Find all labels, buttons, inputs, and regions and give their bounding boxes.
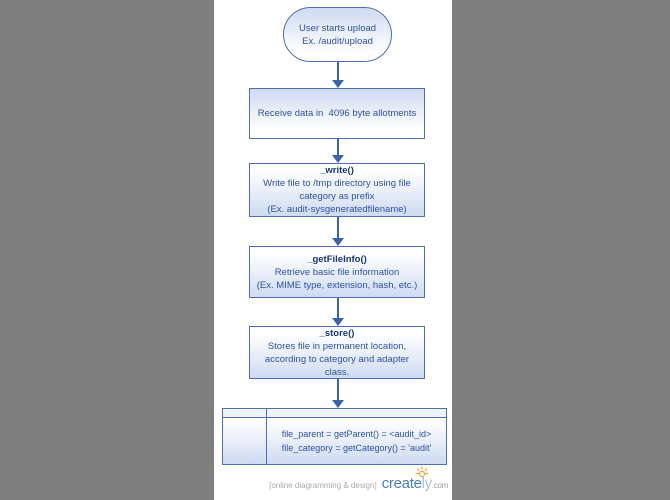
flow-arrow-4 (331, 298, 344, 326)
step-receive-data: Receive data in 4096 byte allotments (249, 88, 425, 139)
arrow-line (336, 139, 339, 155)
arrow-line (336, 298, 339, 318)
arrow-head-icon (331, 80, 344, 88)
step-body: Receive data in 4096 byte allotments (257, 108, 417, 119)
step-getfileinfo: _getFileInfo() Retrieve basic file infor… (249, 246, 425, 298)
table-body-cell-right: file_parent = getParent() = <audit_id> f… (267, 418, 446, 464)
attributes-table: file_parent = getParent() = <audit_id> f… (222, 408, 447, 465)
arrow-head-icon (331, 155, 344, 163)
step-title: _getFileInfo() (307, 253, 367, 265)
arrow-head-icon (331, 318, 344, 326)
step-title: _store() (319, 327, 355, 339)
step-title: _write() (320, 165, 354, 176)
step-body: Retrieve basic file information (Ex. MIM… (256, 266, 418, 291)
table-body-row: file_parent = getParent() = <audit_id> f… (223, 418, 446, 464)
table-text: file_parent = getParent() = <audit_id> f… (281, 429, 432, 453)
flow-arrow-5 (331, 379, 344, 408)
step-write: _write() Write file to /tmp directory us… (249, 163, 425, 217)
step-body: Write file to /tmp directory using file … (263, 178, 411, 215)
table-header-row (223, 409, 446, 418)
step-body: Stores file in permanent location, accor… (264, 340, 410, 378)
creately-logo: creately.com (381, 466, 448, 493)
arrow-line (336, 62, 339, 80)
flow-arrow-2 (331, 139, 344, 163)
brand-text-main: create (381, 475, 422, 492)
watermark-tagline: [online diagramming & design] (269, 481, 377, 490)
arrow-line (336, 379, 339, 400)
watermark: [online diagramming & design] creately.c… (214, 466, 450, 493)
step-store: _store() Stores file in permanent locati… (249, 326, 425, 379)
brand-suffix: .com (431, 481, 448, 490)
flow-arrow-1 (331, 62, 344, 88)
arrow-line (336, 217, 339, 238)
lightbulb-icon (415, 466, 429, 482)
arrow-head-icon (331, 400, 344, 408)
start-terminator: User starts upload Ex. /audit/upload (283, 7, 392, 62)
arrow-head-icon (331, 238, 344, 246)
table-header-cell-right (267, 409, 446, 417)
table-header-cell-left (223, 409, 267, 417)
brand-text-tail: ly (421, 475, 433, 492)
flow-arrow-3 (331, 217, 344, 246)
table-body-cell-left (223, 418, 267, 464)
start-terminator-text: User starts upload Ex. /audit/upload (298, 22, 377, 47)
